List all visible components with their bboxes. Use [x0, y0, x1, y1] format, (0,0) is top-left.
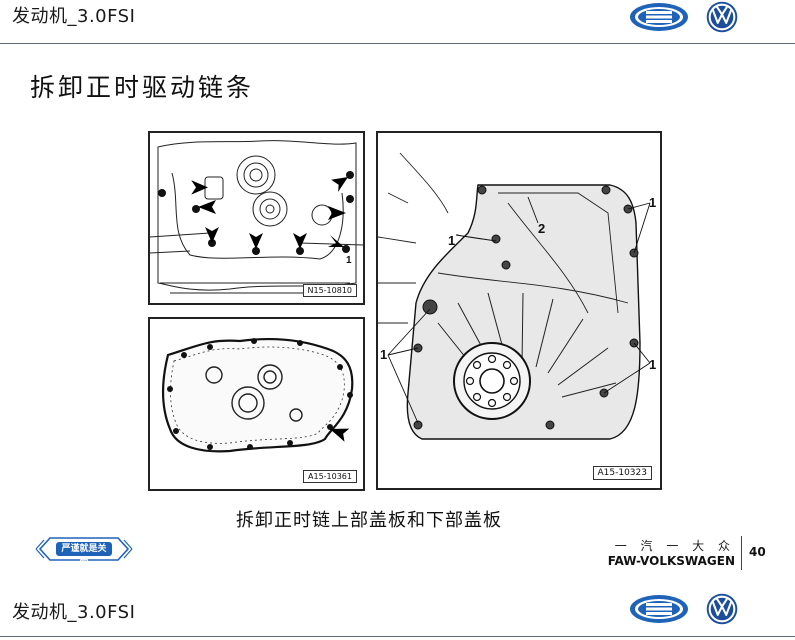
- figure-code-top-left: N15-10810: [302, 284, 357, 297]
- figure-bottom-left: A15-10361: [148, 317, 365, 491]
- figure-caption: 拆卸正时链上部盖板和下部盖板: [236, 510, 502, 531]
- footer-title: 发动机_3.0FSI: [12, 602, 136, 623]
- footer-rule: [0, 636, 795, 637]
- figure-top-left: 1 N15-10810: [148, 131, 365, 305]
- faw-logo-icon: [630, 595, 688, 623]
- slogan-badge: 严谨就是关爱: [34, 532, 134, 568]
- brand-en: FAW-VOLKSWAGEN: [607, 554, 735, 568]
- slide-title: 拆卸正时驱动链条: [30, 73, 255, 102]
- timing-cover-drawing: 1 2 1 1 1: [378, 152, 656, 440]
- header-title: 发动机_3.0FSI: [12, 6, 136, 27]
- right-callout-e: 1: [649, 357, 656, 372]
- right-callout-d: 1: [380, 347, 387, 362]
- page-number: 40: [749, 545, 766, 559]
- brand-block: 一 汽 一 大 众 FAW-VOLKSWAGEN: [608, 537, 735, 568]
- figure-right: 1 2 1 1 1 A15-10323: [376, 131, 662, 490]
- right-callout-b: 2: [538, 221, 545, 236]
- brand-cn: 一 汽 一 大 众: [614, 539, 735, 553]
- footer-logos: [628, 592, 742, 626]
- slogan-badge-icon: [35, 537, 133, 561]
- figure-code-right: A15-10323: [592, 466, 652, 480]
- vw-logo-icon: [706, 593, 738, 625]
- right-callout-a: 1: [448, 233, 455, 248]
- upper-cover-drawing: 1: [150, 140, 363, 294]
- faw-logo-icon: [630, 3, 688, 31]
- vw-logo-icon: [706, 1, 738, 33]
- slogan-text: 严谨就是关爱: [61, 544, 107, 568]
- page-divider: [741, 536, 742, 570]
- lower-cover-drawing: [161, 337, 354, 453]
- right-callout-c: 1: [649, 195, 656, 210]
- header-logos: [628, 0, 742, 34]
- header-rule: [0, 43, 795, 44]
- top-left-callout: 1: [346, 255, 352, 266]
- figure-code-bottom-left: A15-10361: [303, 470, 357, 483]
